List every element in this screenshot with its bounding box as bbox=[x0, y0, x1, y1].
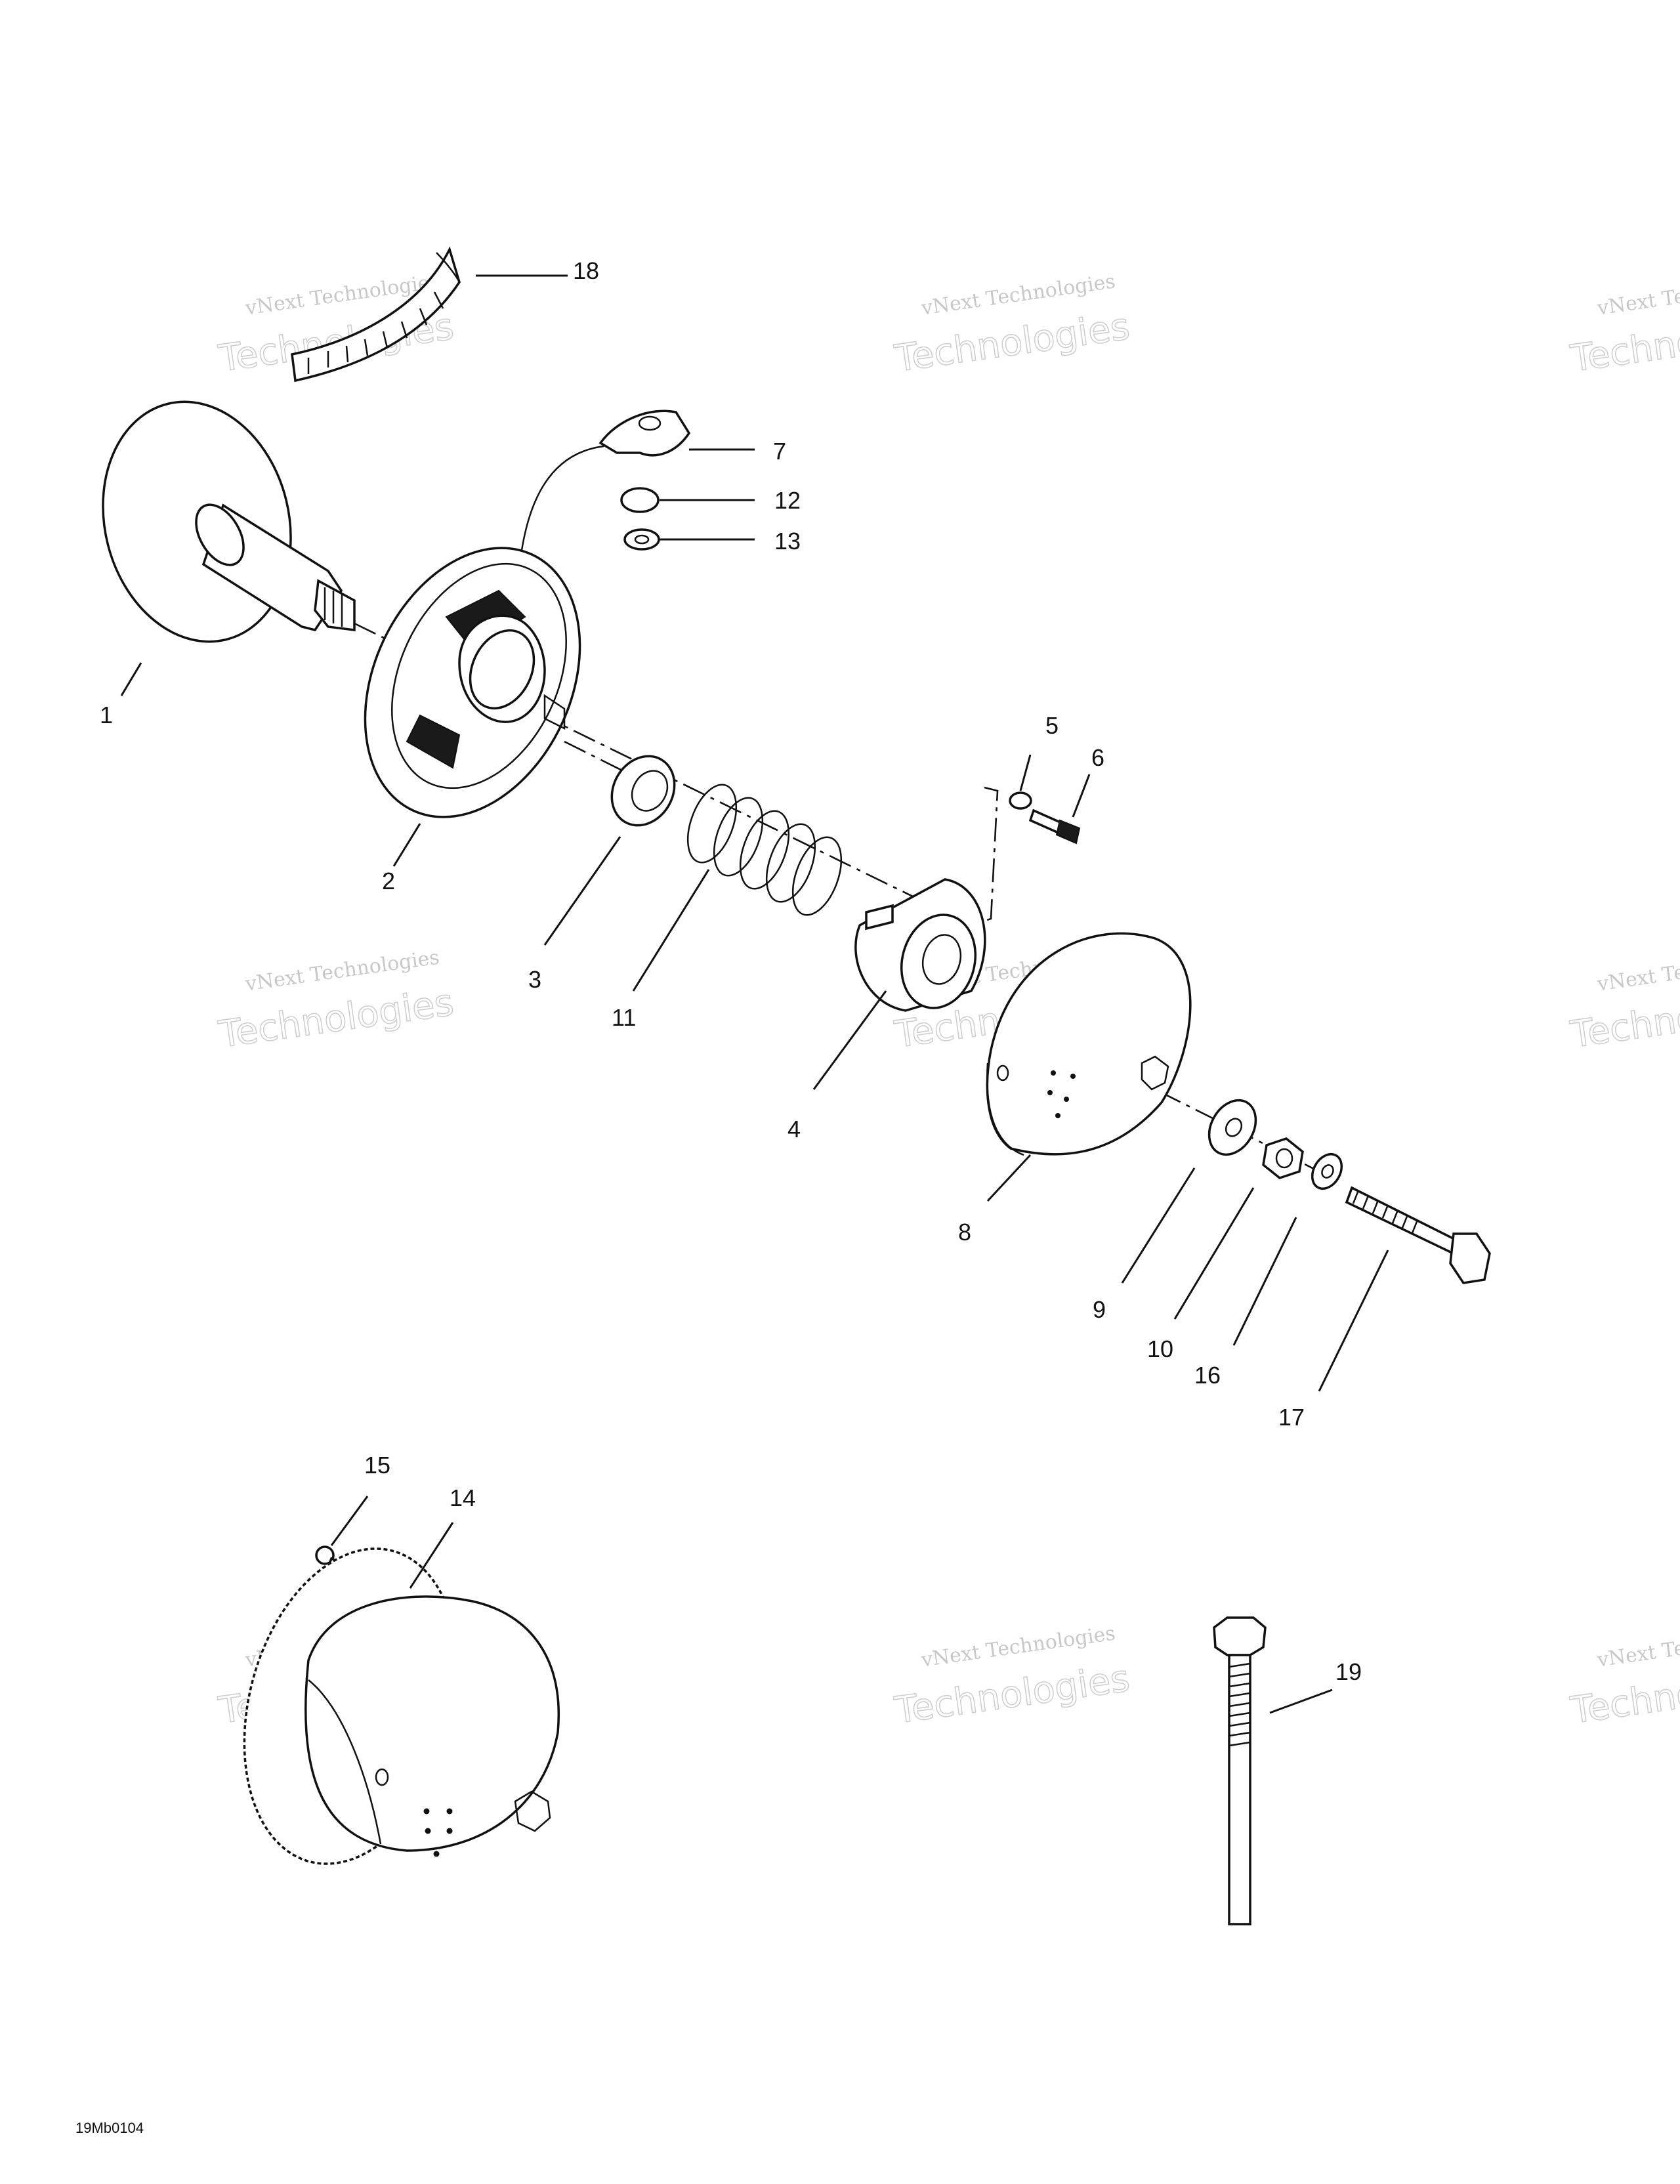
callout-2: 2 bbox=[382, 868, 395, 894]
callout-12: 12 bbox=[774, 487, 801, 514]
callout-4: 4 bbox=[788, 1116, 801, 1143]
callout-18: 18 bbox=[573, 257, 599, 284]
part-13-washer bbox=[623, 528, 660, 551]
part-19-long-bolt bbox=[1213, 1616, 1267, 1925]
svg-text:Technologies: Technologies bbox=[1568, 981, 1680, 1057]
callout-8: 8 bbox=[958, 1219, 971, 1246]
part-1-fixed-sheave bbox=[102, 400, 356, 643]
part-18-drive-belt bbox=[291, 246, 461, 383]
part-16-lock-washer bbox=[1311, 1153, 1343, 1190]
callout-16: 16 bbox=[1194, 1362, 1221, 1389]
part-11-spring bbox=[686, 784, 843, 916]
part-3-spring-seat bbox=[610, 755, 676, 827]
part-10-nut bbox=[1262, 1137, 1304, 1179]
part-8-cover bbox=[986, 932, 1192, 1156]
callout-13: 13 bbox=[774, 528, 801, 555]
part-2-sliding-sheave bbox=[364, 547, 581, 818]
watermark: vNext Technologies Technologies bbox=[1567, 1622, 1680, 1732]
watermark: vNext Technologies Technologies bbox=[215, 946, 457, 1057]
svg-text:vNext Technologies: vNext Technologies bbox=[1595, 270, 1680, 320]
callout-10: 10 bbox=[1147, 1335, 1173, 1362]
part-6-screw bbox=[1028, 808, 1081, 845]
callout-1: 1 bbox=[100, 702, 113, 728]
callout-6: 6 bbox=[1091, 744, 1104, 771]
svg-text:Technologies: Technologies bbox=[1568, 1657, 1680, 1732]
callout-11: 11 bbox=[612, 1004, 636, 1031]
drawing-reference-code: 19Mb0104 bbox=[75, 2120, 144, 2136]
part-14-cover-ring-gear bbox=[243, 1547, 560, 1865]
callout-5: 5 bbox=[1045, 712, 1059, 739]
assembly-axis-line-secondary bbox=[564, 740, 631, 776]
callout-labels: 18 7 12 13 1 2 3 11 4 5 6 8 9 10 16 17 1… bbox=[100, 257, 1362, 1685]
leader-lines bbox=[120, 274, 1389, 1714]
screw-axis-line bbox=[951, 786, 999, 933]
part-17-bolt bbox=[1345, 1186, 1491, 1284]
part-12-bushing bbox=[620, 487, 660, 513]
svg-text:vNext Technologies: vNext Technologies bbox=[1595, 946, 1680, 996]
watermark: vNext Technologies Technologies bbox=[891, 1622, 1133, 1732]
watermark: vNext Technologies Technologies bbox=[1567, 946, 1680, 1057]
callout-3: 3 bbox=[528, 966, 541, 993]
watermark: vNext Technologies Technologies bbox=[891, 270, 1133, 381]
callout-19: 19 bbox=[1335, 1658, 1362, 1685]
callout-7: 7 bbox=[773, 438, 786, 465]
part-9-washer bbox=[1208, 1099, 1257, 1156]
part-4-cam bbox=[854, 878, 986, 1012]
callout-9: 9 bbox=[1093, 1296, 1106, 1323]
svg-text:vNext Technologies: vNext Technologies bbox=[1595, 1622, 1680, 1671]
callout-14: 14 bbox=[450, 1484, 476, 1511]
part-5-washer bbox=[1009, 791, 1032, 810]
callout-17: 17 bbox=[1278, 1404, 1305, 1431]
watermark: vNext Technologies Technologies bbox=[1567, 270, 1680, 381]
callout-15: 15 bbox=[364, 1452, 390, 1479]
svg-text:Technologies: Technologies bbox=[1568, 305, 1680, 381]
part-7-cam-arm bbox=[598, 410, 691, 457]
